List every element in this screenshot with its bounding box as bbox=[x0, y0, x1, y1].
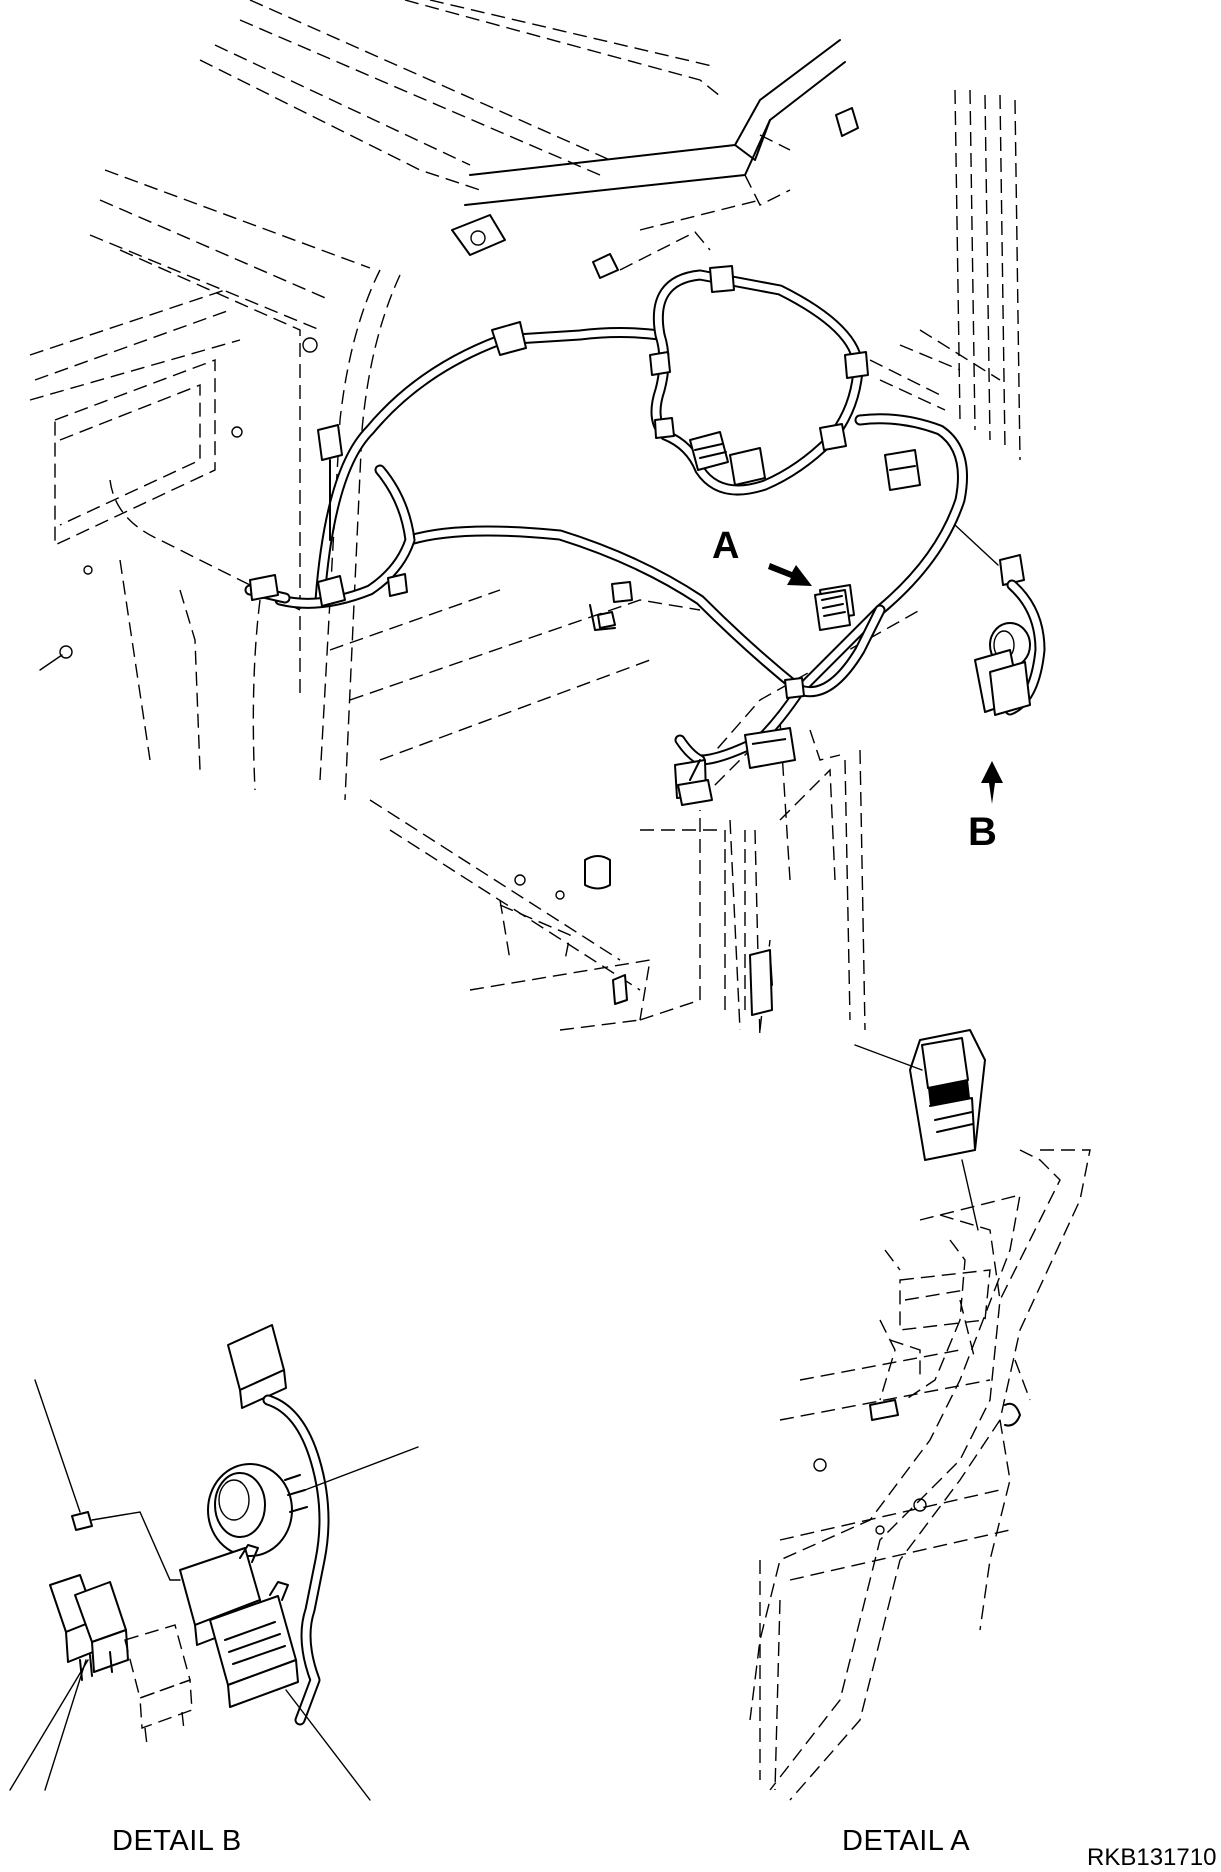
arrow-down-right-icon bbox=[768, 563, 812, 586]
cab-frame bbox=[29, 0, 1021, 1041]
main-wiring-harness bbox=[244, 265, 968, 806]
detail-b-enlarged bbox=[9, 1324, 419, 1801]
detail-b-caption: DETAIL B bbox=[112, 1825, 242, 1857]
callout-a: A bbox=[712, 525, 740, 567]
arrow-up-icon bbox=[981, 761, 1003, 804]
drawing-code: RKB131710 bbox=[1087, 1844, 1217, 1871]
callout-b: B bbox=[968, 810, 997, 854]
detail-a-panel bbox=[749, 1029, 1091, 1801]
detail-a-caption: DETAIL A bbox=[842, 1825, 971, 1857]
detail-b-small-assembly bbox=[974, 554, 1046, 716]
